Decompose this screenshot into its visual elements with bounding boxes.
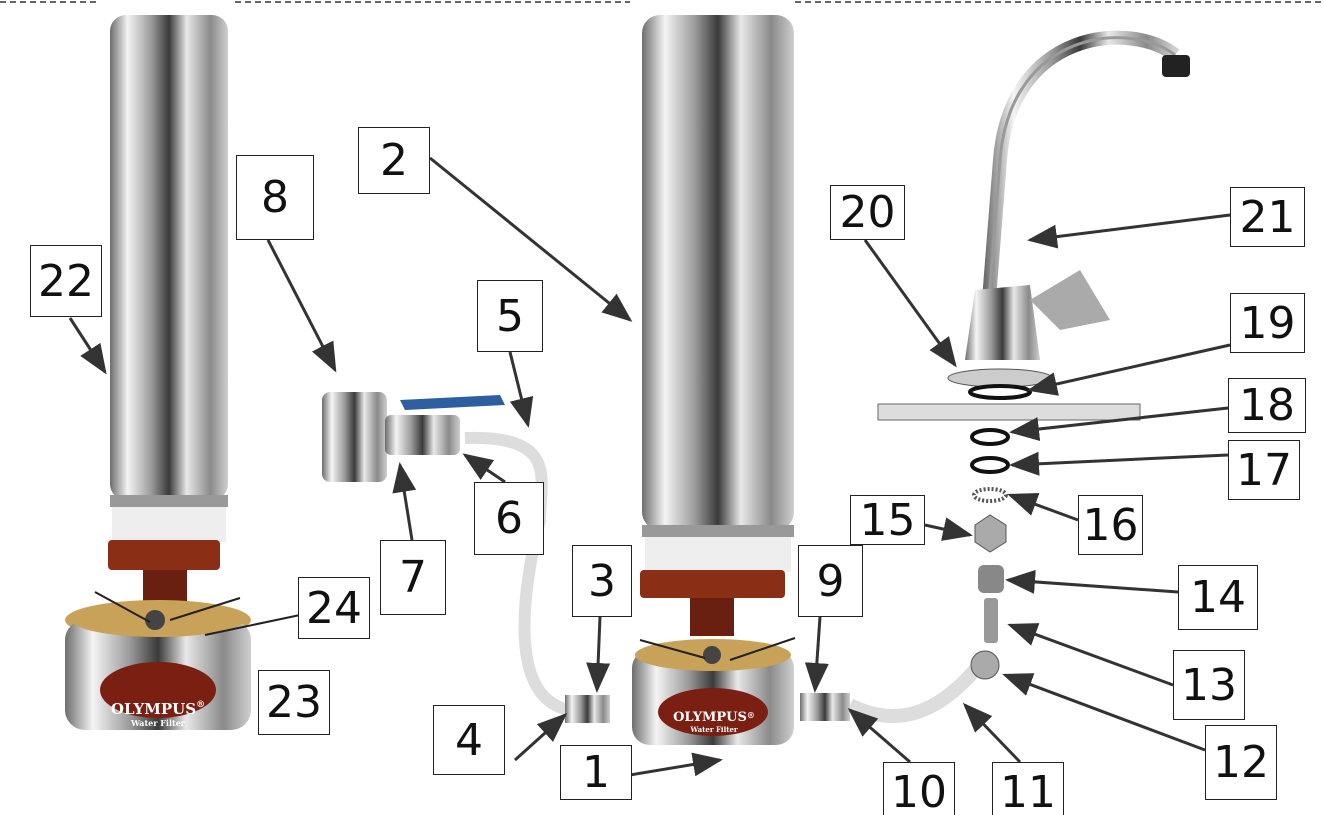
part-label-13: 13 [1173, 650, 1245, 720]
part-label-23: 23 [258, 670, 330, 735]
left-brand-logo: OLYMPUS® Water Filter [100, 700, 216, 728]
part-label-15: 15 [850, 495, 925, 546]
hose-right [846, 665, 981, 724]
part-label-17: 17 [1228, 440, 1300, 500]
part-label-16: 16 [1078, 495, 1143, 555]
faucet [877, 30, 1190, 680]
brand-reg: ® [746, 710, 755, 720]
brand-subtitle: Water Filter [130, 718, 185, 728]
brand-name: OLYMPUS [110, 700, 197, 718]
leader-arrows [68, 156, 1231, 777]
diverter-valve [322, 392, 505, 482]
brand-subtitle: Water Filter [690, 725, 738, 734]
part-label-2: 2 [358, 127, 430, 194]
part-label-19: 19 [1230, 293, 1305, 353]
part-label-7: 7 [380, 540, 446, 615]
part-label-14: 14 [1178, 565, 1258, 630]
hose-left [464, 431, 572, 716]
part-label-3: 3 [572, 545, 632, 617]
brand-reg: ® [196, 700, 206, 710]
part-label-1: 1 [560, 745, 632, 800]
right-filter [632, 15, 794, 745]
part-label-10: 10 [883, 762, 955, 815]
left-filter [65, 15, 251, 730]
part-label-6: 6 [474, 482, 544, 555]
part-label-22: 22 [30, 245, 102, 317]
right-brand-logo: OLYMPUS® Water Filter [662, 710, 766, 734]
part-label-8: 8 [236, 155, 314, 240]
part-label-11: 11 [992, 762, 1064, 815]
part-label-9: 9 [798, 545, 863, 617]
part-label-4: 4 [433, 705, 505, 775]
part-label-21: 21 [1230, 187, 1305, 247]
part-label-20: 20 [830, 185, 905, 240]
part-label-5: 5 [477, 280, 543, 352]
part-label-12: 12 [1205, 725, 1277, 800]
part-label-18: 18 [1228, 378, 1306, 433]
brand-name: OLYMPUS [673, 710, 747, 725]
part-label-24: 24 [298, 577, 370, 639]
